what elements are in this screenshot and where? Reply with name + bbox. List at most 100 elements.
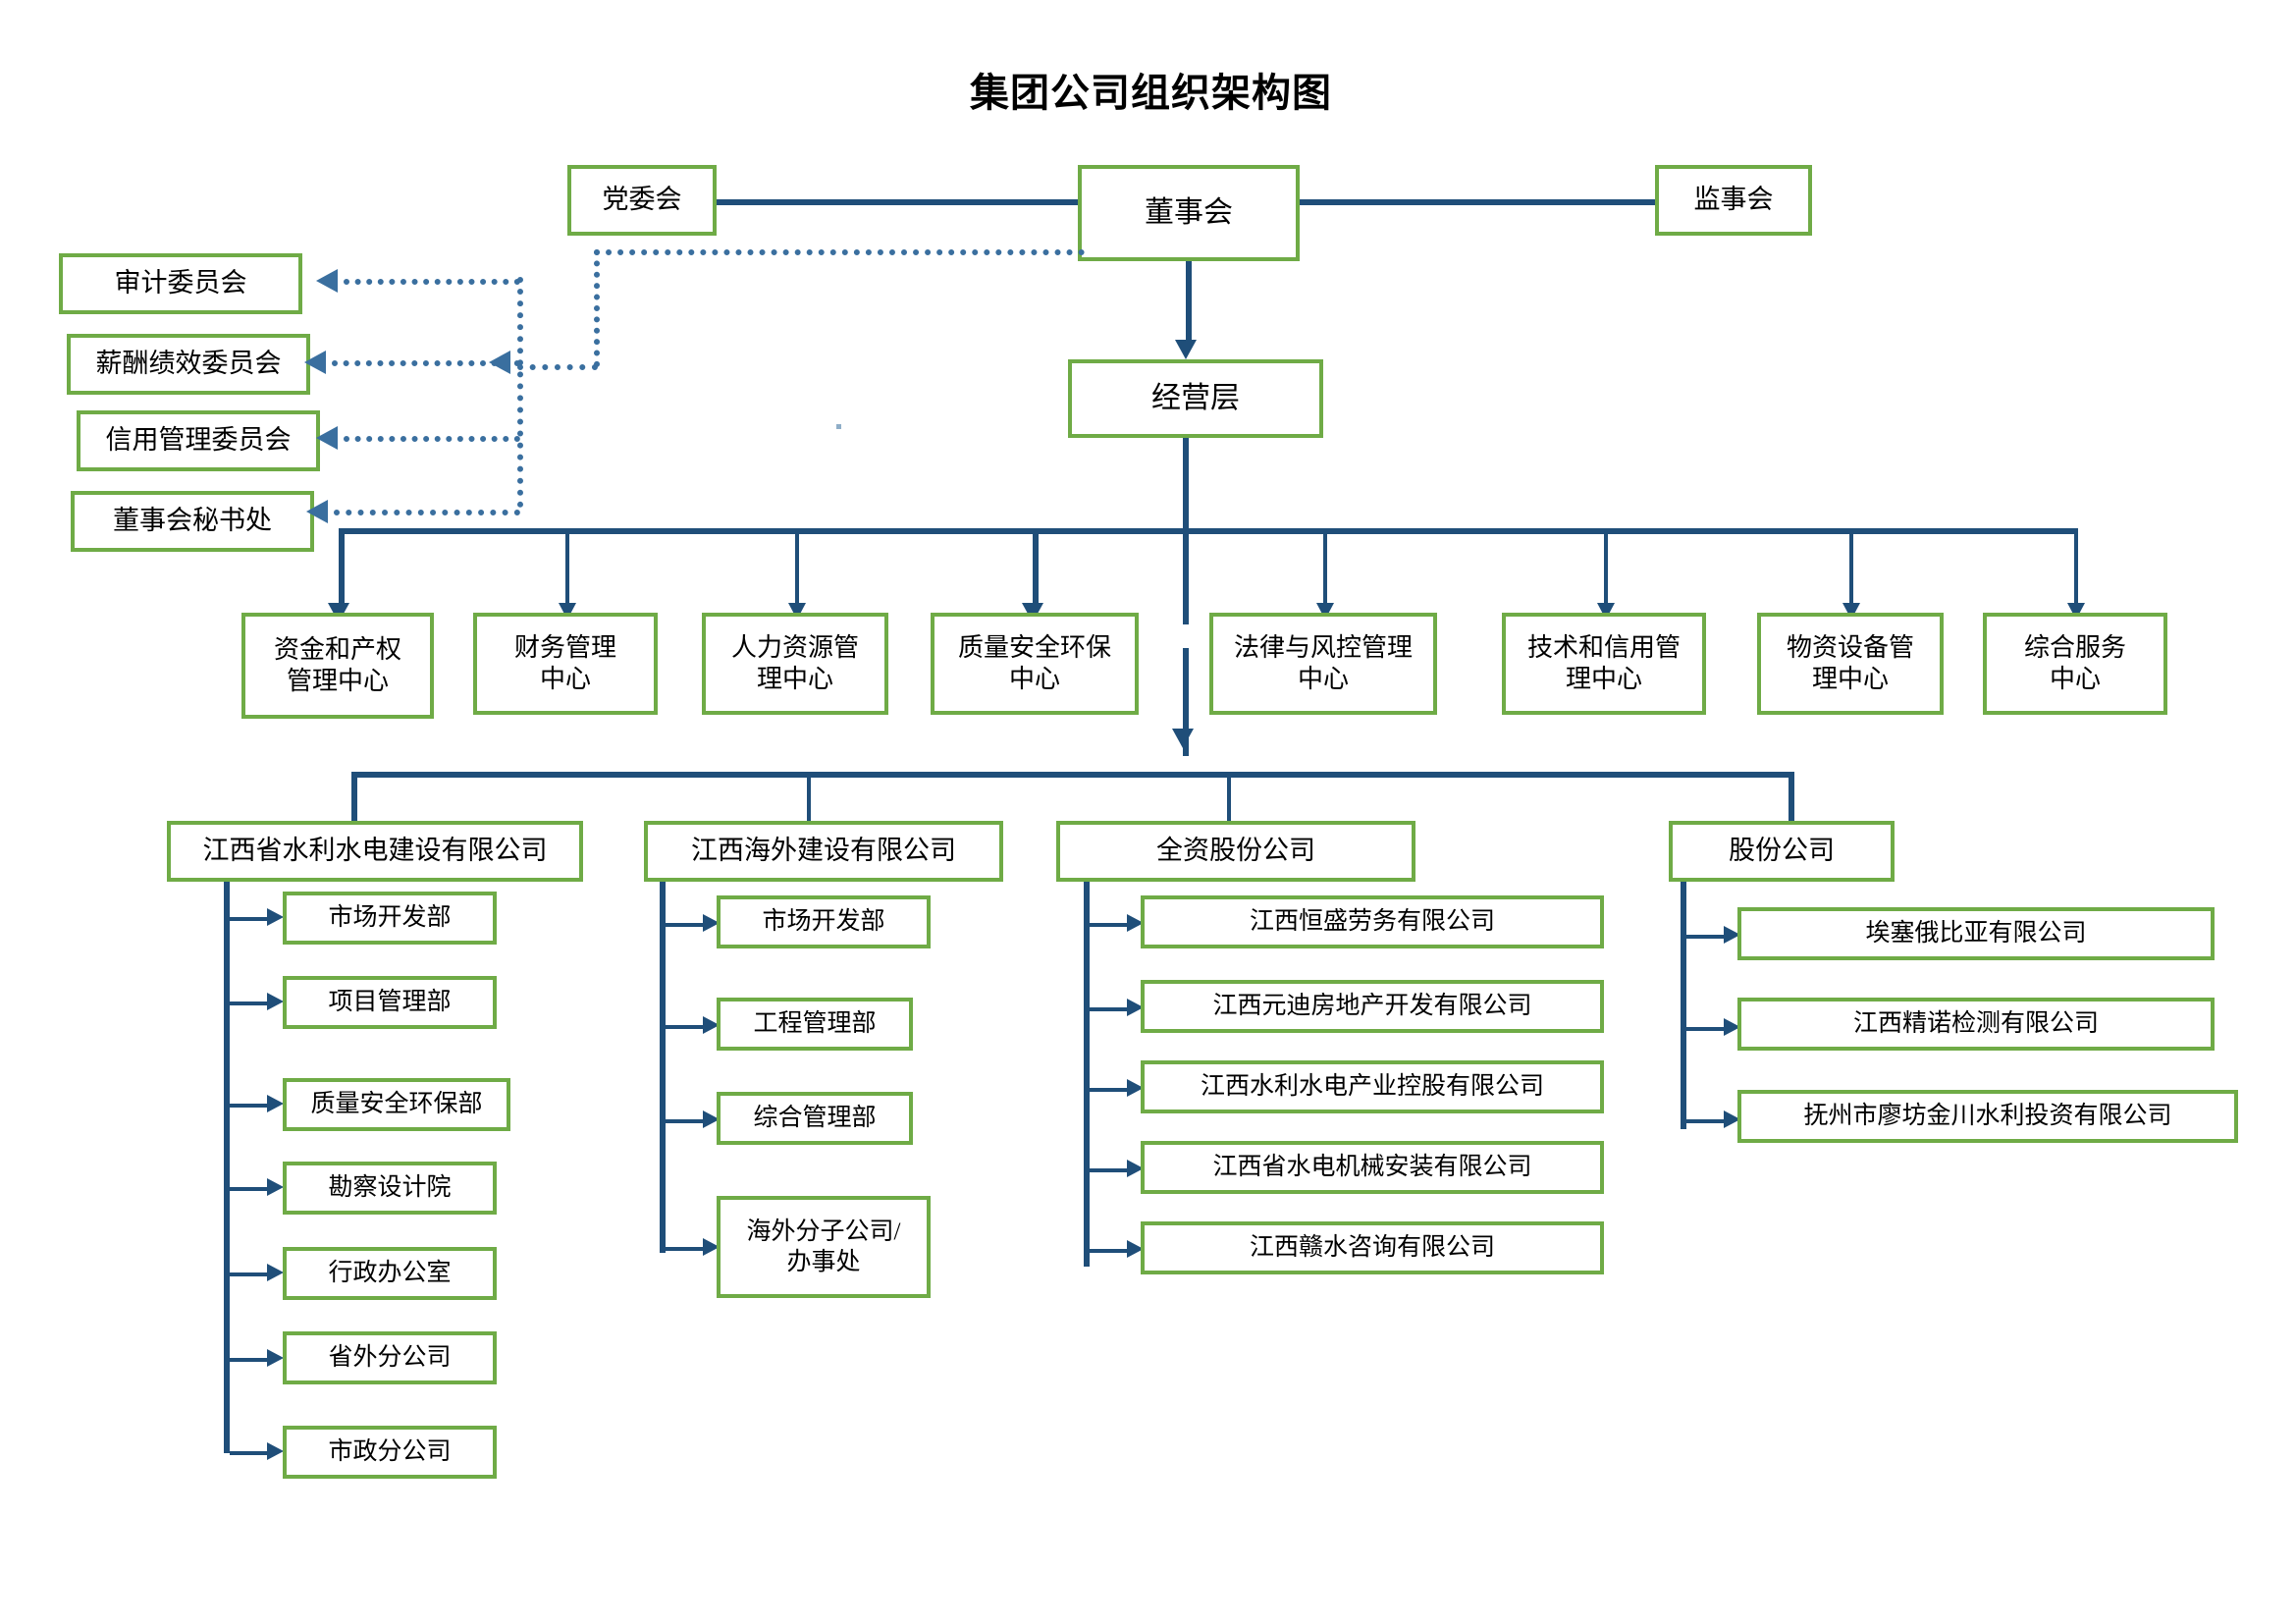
- arrow-board-to-management: [1175, 340, 1197, 359]
- spine-col3: [1084, 882, 1090, 1267]
- node-c2-general-mgmt[interactable]: 综合管理部: [717, 1092, 913, 1145]
- node-c1-out-province-branch[interactable]: 省外分公司: [283, 1331, 497, 1384]
- node-center-hr[interactable]: 人力资源管 理中心: [702, 613, 888, 715]
- drop-sub-2: [807, 772, 811, 858]
- arrowhead-credit: [316, 426, 338, 450]
- center-line2: 中心: [1008, 665, 1060, 693]
- node-board-of-supervisors[interactable]: 监事会: [1655, 165, 1812, 236]
- center-line1: 技术和信用管: [1526, 632, 1681, 662]
- center-line2: 中心: [539, 665, 591, 693]
- node-c3-hengsheng-labor[interactable]: 江西恒盛劳务有限公司: [1141, 895, 1604, 948]
- arrow-c3-2: [1127, 999, 1144, 1016]
- node-c1-admin-office[interactable]: 行政办公室: [283, 1247, 497, 1300]
- stub-c1-3: [230, 1104, 269, 1108]
- center-line1: 综合服务: [2023, 632, 2126, 662]
- dotted-board-outbound: [594, 249, 1085, 255]
- node-c2-overseas-branches[interactable]: 海外分子公司/ 办事处: [717, 1196, 931, 1298]
- arrow-c2-2: [703, 1016, 720, 1034]
- stub-c1-6: [230, 1358, 269, 1362]
- drop-center-6: [1604, 528, 1608, 609]
- center-line2: 中心: [2049, 665, 2101, 693]
- arrow-c1-5: [267, 1264, 284, 1281]
- node-c4-liaofang-jinchuan[interactable]: 抚州市廖坊金川水利投资有限公司: [1737, 1090, 2238, 1143]
- stub-c3-5: [1090, 1249, 1129, 1253]
- dotted-branch-credit: [344, 436, 520, 442]
- node-center-materials-equipment[interactable]: 物资设备管 理中心: [1757, 613, 1944, 715]
- node-subsidiary-joint-stock[interactable]: 股份公司: [1669, 821, 1895, 882]
- center-line2: 理中心: [756, 665, 833, 693]
- connector-board-to-management: [1186, 261, 1192, 340]
- drop-center-7: [1849, 528, 1853, 609]
- node-subsidiary-wholly-owned[interactable]: 全资股份公司: [1056, 821, 1415, 882]
- node-center-funds-equity[interactable]: 资金和产权 管理中心: [241, 613, 434, 719]
- node-subsidiary-jx-overseas[interactable]: 江西海外建设有限公司: [644, 821, 1003, 882]
- node-party-committee[interactable]: 党委会: [567, 165, 717, 236]
- drop-center-2: [565, 528, 569, 609]
- node-center-legal-risk[interactable]: 法律与风控管理 中心: [1209, 613, 1437, 715]
- c2-overseas-line2: 办事处: [786, 1249, 861, 1275]
- stray-speck: [836, 424, 841, 429]
- connector-party-to-board: [717, 199, 1078, 205]
- spine-col1: [224, 882, 230, 1453]
- stub-c2-4: [666, 1247, 705, 1251]
- node-board-secretariat[interactable]: 董事会秘书处: [71, 491, 314, 552]
- drop-sub-3: [1227, 772, 1231, 858]
- dotted-branch-compensation: [332, 360, 520, 366]
- arrow-c3-1: [1127, 914, 1144, 932]
- stub-c1-4: [230, 1187, 269, 1191]
- node-compensation-committee[interactable]: 薪酬绩效委员会: [67, 334, 310, 395]
- arrow-c1-7: [267, 1442, 284, 1460]
- spine-col2: [660, 882, 666, 1253]
- connector-management-to-subs: [1183, 648, 1189, 756]
- node-center-quality-safety-env[interactable]: 质量安全环保 中心: [931, 613, 1139, 715]
- node-center-general-services[interactable]: 综合服务 中心: [1983, 613, 2167, 715]
- node-center-finance[interactable]: 财务管理 中心: [473, 613, 658, 715]
- node-c3-ganshui-consulting[interactable]: 江西赣水咨询有限公司: [1141, 1221, 1604, 1274]
- dotted-committee-trunk: [517, 277, 523, 508]
- node-c1-quality-safety[interactable]: 质量安全环保部: [283, 1078, 510, 1131]
- page-title: 集团公司组织架构图: [970, 71, 1332, 115]
- stub-c2-1: [666, 923, 705, 927]
- node-c3-water-power-holding[interactable]: 江西水利水电产业控股有限公司: [1141, 1060, 1604, 1113]
- arrow-c4-2: [1724, 1018, 1740, 1036]
- node-c2-market-dev[interactable]: 市场开发部: [717, 895, 931, 948]
- c2-overseas-line1: 海外分子公司/: [746, 1218, 901, 1245]
- dotted-board-to-trunk: [517, 364, 598, 370]
- dotted-branch-secretariat: [334, 510, 520, 515]
- stub-c3-1: [1090, 923, 1129, 927]
- node-c4-jingnuo-testing[interactable]: 江西精诺检测有限公司: [1737, 998, 2215, 1051]
- node-credit-management-committee[interactable]: 信用管理委员会: [77, 410, 320, 471]
- node-c1-survey-design[interactable]: 勘察设计院: [283, 1162, 497, 1215]
- node-c3-yuandi-realestate[interactable]: 江西元迪房地产开发有限公司: [1141, 980, 1604, 1033]
- node-c1-municipal-branch[interactable]: 市政分公司: [283, 1426, 497, 1479]
- stub-c3-4: [1090, 1168, 1129, 1172]
- drop-center-4: [1033, 528, 1039, 609]
- arrow-c4-3: [1724, 1110, 1740, 1128]
- node-subsidiary-jx-water-power[interactable]: 江西省水利水电建设有限公司: [167, 821, 583, 882]
- node-c2-engineering-mgmt[interactable]: 工程管理部: [717, 998, 913, 1051]
- arrow-c3-4: [1127, 1160, 1144, 1177]
- arrow-c2-4: [703, 1238, 720, 1256]
- center-line1: 质量安全环保: [957, 632, 1111, 662]
- center-line1: 人力资源管: [730, 632, 859, 662]
- drop-center-5: [1323, 528, 1327, 609]
- node-management-layer[interactable]: 经营层: [1068, 359, 1323, 438]
- node-board-of-directors[interactable]: 董事会: [1078, 165, 1300, 261]
- arrow-c1-4: [267, 1178, 284, 1196]
- node-audit-committee[interactable]: 审计委员会: [59, 253, 302, 314]
- spine-col4: [1681, 882, 1686, 1129]
- arrow-c1-3: [267, 1095, 284, 1112]
- node-c4-ethiopia[interactable]: 埃塞俄比亚有限公司: [1737, 907, 2215, 960]
- arrowhead-compensation: [304, 351, 326, 374]
- stub-c2-2: [666, 1025, 705, 1029]
- center-line1: 物资设备管: [1786, 632, 1914, 662]
- arrow-management-to-subs: [1172, 729, 1194, 748]
- arrowhead-trunk-junction: [489, 351, 510, 374]
- arrow-c2-3: [703, 1110, 720, 1128]
- node-c3-hydro-machinery[interactable]: 江西省水电机械安装有限公司: [1141, 1141, 1604, 1194]
- node-c1-market-dev[interactable]: 市场开发部: [283, 892, 497, 945]
- center-line2: 管理中心: [286, 667, 389, 695]
- node-center-tech-credit[interactable]: 技术和信用管 理中心: [1502, 613, 1706, 715]
- drop-center-3: [795, 528, 799, 609]
- node-c1-project-mgmt[interactable]: 项目管理部: [283, 976, 497, 1029]
